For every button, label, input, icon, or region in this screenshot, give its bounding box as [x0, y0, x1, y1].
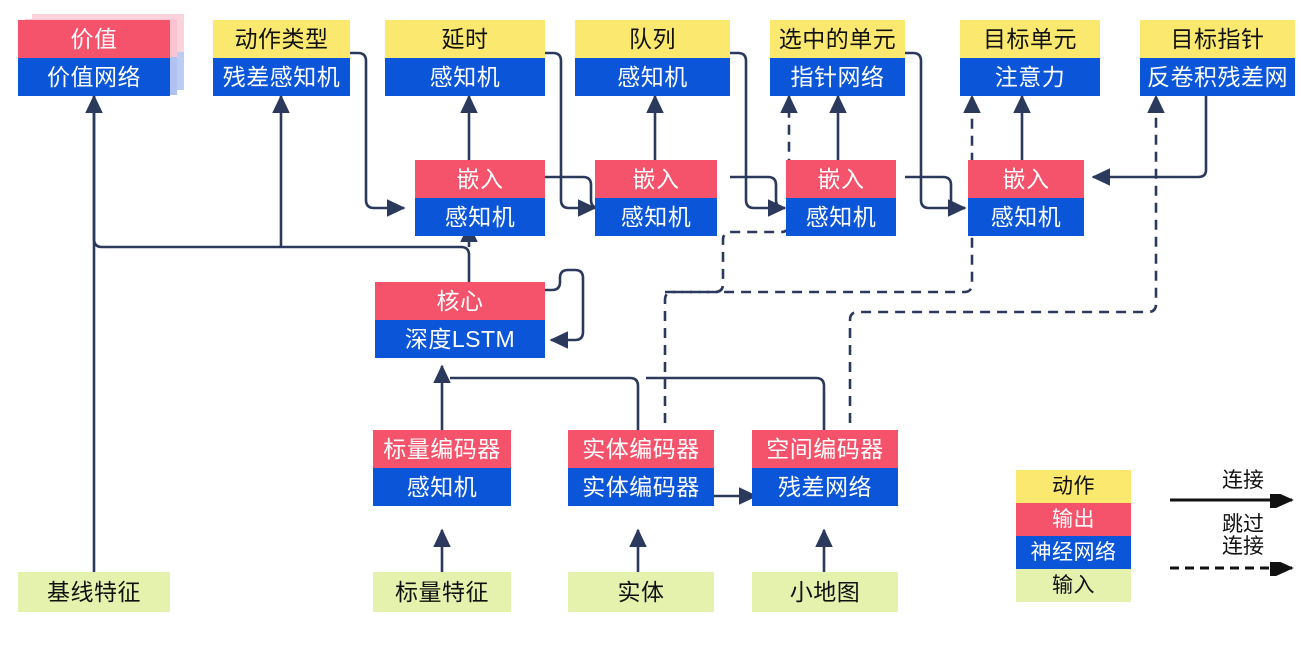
- embed-1-network: 感知机: [415, 198, 545, 236]
- legend: 动作 输出 神经网络 输入 连接 跳过 连接: [1016, 469, 1301, 610]
- edge-target-pointer-bus-to-embed-4: [1091, 96, 1208, 186]
- core-network: 深度LSTM: [375, 320, 545, 358]
- edge-embed-1-to-embed-2-link: [545, 175, 600, 210]
- legend-skip-label-line2: 连接: [1222, 535, 1264, 559]
- entity-encoder[interactable]: 实体编码器 实体编码器: [568, 430, 714, 506]
- embed-1-output: 嵌入: [415, 160, 545, 198]
- embed-3-network: 感知机: [786, 198, 896, 236]
- spatial-encoder-output: 空间编码器: [752, 430, 898, 468]
- head-target-pointer[interactable]: 目标指针 反卷积残差网: [1140, 20, 1295, 96]
- legend-swatches: 动作 输出 神经网络 输入: [1016, 470, 1131, 602]
- legend-swatch-action: 动作: [1016, 470, 1131, 503]
- head-target-pointer-action: 目标指针: [1140, 20, 1295, 58]
- input-baseline-features[interactable]: 基线特征: [18, 572, 170, 612]
- embed-2[interactable]: 嵌入 感知机: [595, 160, 717, 236]
- legend-skip-label-line1: 跳过: [1222, 513, 1264, 537]
- edge-embed-2-to-embed-3-link: [730, 175, 785, 210]
- head-selected-unit-network: 指针网络: [770, 58, 905, 96]
- legend-swatch-output: 输出: [1016, 503, 1131, 536]
- input-minimap-label: 小地图: [752, 572, 898, 612]
- input-scalar-features[interactable]: 标量特征: [373, 572, 511, 612]
- head-delay-action: 延时: [385, 20, 545, 58]
- skip-entity-encoder-to-target-unit: [663, 94, 981, 440]
- head-delay-network: 感知机: [385, 58, 545, 96]
- head-value-network: 价值网络: [18, 58, 170, 96]
- head-value[interactable]: 价值 价值网络: [18, 20, 170, 96]
- head-queue[interactable]: 队列 感知机: [575, 20, 730, 96]
- embed-4-network: 感知机: [968, 198, 1084, 236]
- legend-arrow-key: 连接 跳过 连接: [1168, 469, 1301, 582]
- legend-connection-label: 连接: [1222, 469, 1264, 492]
- scalar-encoder-output: 标量编码器: [373, 430, 511, 468]
- head-target-pointer-network: 反卷积残差网: [1140, 58, 1295, 96]
- spatial-encoder[interactable]: 空间编码器 残差网络: [752, 430, 898, 506]
- legend-skip-arrow: [1168, 562, 1301, 577]
- scalar-encoder[interactable]: 标量编码器 感知机: [373, 430, 511, 506]
- input-minimap[interactable]: 小地图: [752, 572, 898, 612]
- input-entities[interactable]: 实体: [568, 572, 714, 612]
- head-target-unit-action: 目标单元: [960, 20, 1100, 58]
- head-value-action: 价值: [18, 20, 170, 58]
- edge-entity-encoder-up: [450, 376, 640, 430]
- legend-connection-arrow: [1168, 494, 1301, 509]
- edge-spatial-encoder-up: [646, 376, 826, 430]
- scalar-encoder-network: 感知机: [373, 468, 511, 506]
- legend-swatch-input: 输入: [1016, 569, 1131, 602]
- head-queue-network: 感知机: [575, 58, 730, 96]
- edge-core-to-value-bus: [92, 96, 471, 282]
- head-action-type-network: 残差感知机: [213, 58, 350, 96]
- skip-spatial-encoder-to-target-pointer: [848, 94, 1165, 440]
- edge-embed-3-to-embed-4-link: [905, 175, 965, 210]
- embed-1[interactable]: 嵌入 感知机: [415, 160, 545, 236]
- head-target-unit-network: 注意力: [960, 58, 1100, 96]
- input-scalar-features-label: 标量特征: [373, 572, 511, 612]
- embed-3-output: 嵌入: [786, 160, 896, 198]
- head-queue-action: 队列: [575, 20, 730, 58]
- input-entities-label: 实体: [568, 572, 714, 612]
- edge-selected-unit-to-embed-4: [905, 51, 967, 217]
- embed-4-output: 嵌入: [968, 160, 1084, 198]
- head-delay[interactable]: 延时 感知机: [385, 20, 545, 96]
- head-selected-unit-action: 选中的单元: [770, 20, 905, 58]
- embed-2-output: 嵌入: [595, 160, 717, 198]
- embed-3[interactable]: 嵌入 感知机: [786, 160, 896, 236]
- spatial-encoder-network: 残差网络: [752, 468, 898, 506]
- entity-encoder-output: 实体编码器: [568, 430, 714, 468]
- entity-encoder-network: 实体编码器: [568, 468, 714, 506]
- head-action-type[interactable]: 动作类型 残差感知机: [213, 20, 350, 96]
- core-output: 核心: [375, 282, 545, 320]
- input-baseline-features-label: 基线特征: [18, 572, 170, 612]
- head-target-unit[interactable]: 目标单元 注意力: [960, 20, 1100, 96]
- legend-swatch-network: 神经网络: [1016, 536, 1131, 569]
- embed-2-network: 感知机: [595, 198, 717, 236]
- core-lstm[interactable]: 核心 深度LSTM: [375, 282, 545, 358]
- edge-core-recurrent-loop: [545, 268, 585, 349]
- head-selected-unit[interactable]: 选中的单元 指针网络: [770, 20, 905, 96]
- embed-4[interactable]: 嵌入 感知机: [968, 160, 1084, 236]
- head-action-type-action: 动作类型: [213, 20, 350, 58]
